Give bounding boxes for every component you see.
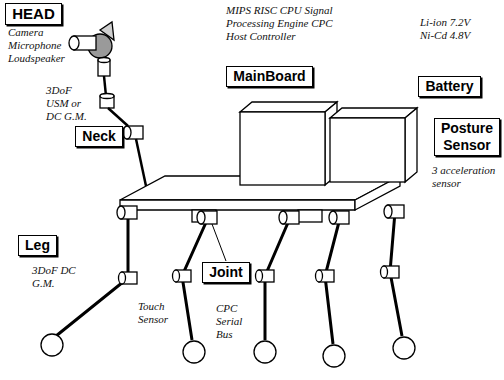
foot-touch-sensor <box>323 345 345 367</box>
hip-motor-end <box>279 211 287 224</box>
foot-touch-sensor <box>254 341 276 363</box>
box-label: Battery <box>424 78 475 95</box>
knee-motor-end <box>316 270 323 282</box>
box-label: Joint <box>208 264 244 281</box>
camera-lens <box>69 36 79 50</box>
hip-motor-end <box>117 206 125 219</box>
neck-motor-end <box>123 126 131 139</box>
part-box: Neck <box>75 126 123 147</box>
box-label: HEAD <box>11 5 56 23</box>
mainboard-front <box>240 112 325 185</box>
foot-touch-sensor <box>393 337 415 359</box>
part-box: Joint <box>202 262 250 283</box>
part-box: Posture Sensor <box>434 118 500 156</box>
body-plate-front <box>120 200 355 210</box>
knee-motor-end <box>173 270 180 282</box>
leader-line <box>212 224 226 261</box>
battery-top <box>330 108 417 118</box>
annotation-text: Li-ion 7.2V Ni-Cd 4.8V <box>420 16 482 42</box>
box-label: Leg <box>24 237 51 254</box>
annotation-text: 3DoF DC G.M. <box>32 264 76 290</box>
neck-link <box>108 108 128 126</box>
annotation-text: CPC Serial Bus <box>216 302 256 342</box>
hip-motor-end <box>197 211 205 224</box>
mainboard-top <box>240 102 337 112</box>
battery-front <box>330 118 405 182</box>
knee-motor-end <box>119 272 126 284</box>
foot-touch-sensor <box>41 334 63 356</box>
hip-motor-end <box>329 211 337 224</box>
part-box: Leg <box>18 235 57 256</box>
hip-motor-end <box>384 205 392 218</box>
foot-touch-sensor <box>183 341 205 363</box>
annotation-text: Touch Sensor <box>138 300 180 326</box>
annotation-text: Camera Microphone Loudspeaker <box>8 26 66 66</box>
loudspeaker-cone <box>100 22 114 40</box>
joint-unit <box>298 210 322 222</box>
neck-motor-top <box>100 94 114 99</box>
annotation-text: 3DoF USM or DC G.M. <box>46 84 88 124</box>
knee-motor-end <box>256 270 263 282</box>
part-box: HEAD <box>5 3 62 25</box>
annotation-text: MIPS RISC CPU Signal Processing Engine C… <box>226 4 348 44</box>
neck-link <box>136 139 146 186</box>
battery-side <box>405 108 417 182</box>
box-label: Posture Sensor <box>440 120 494 154</box>
part-box: MainBoard <box>226 66 313 87</box>
neck-motor-top <box>98 58 110 63</box>
knee-motor-end <box>381 266 388 278</box>
box-label: MainBoard <box>232 68 307 85</box>
box-label: Neck <box>81 128 117 145</box>
part-box: Battery <box>418 76 481 97</box>
annotation-text: 3 acceleration sensor <box>432 164 500 190</box>
